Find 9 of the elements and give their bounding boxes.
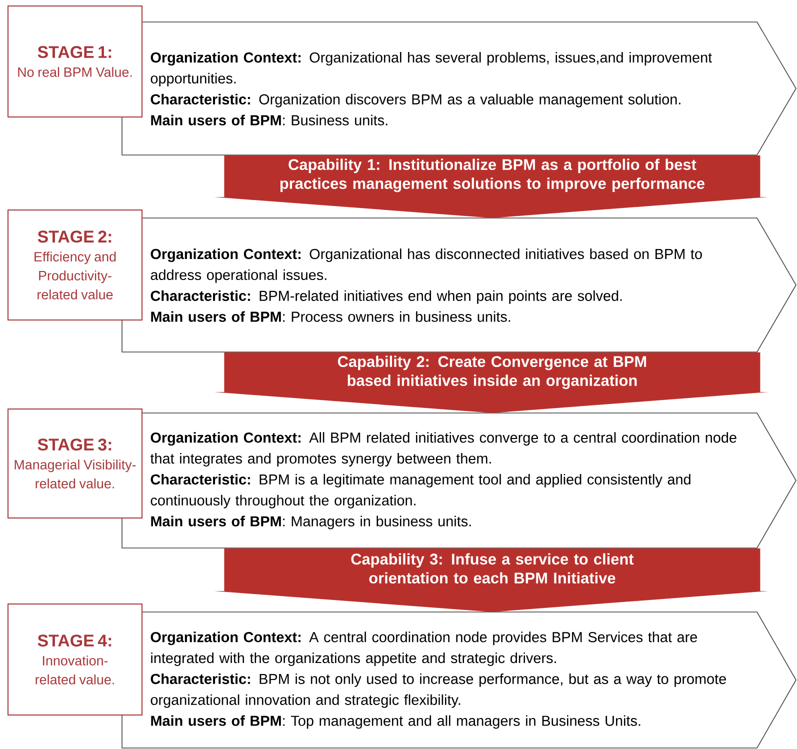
stage-box: STAGE 1: No real BPM Value. — [8, 6, 142, 118]
stage-box: STAGE 4: Innovation-related value. — [8, 604, 142, 716]
stage-box: STAGE 2: Efficiency and Productivity-related value — [8, 210, 142, 320]
stage-chevron: Organization Context: A central coordination node provides BPM Services that are integrated with the organizations appetite and strategic drivers. Characteristic: BPM is not only used to increase performance, but as a way to promote organizational innovation and strategic flexibility. Main users of BPM: Top management and all managers in Business Units. — [122, 612, 796, 748]
edge-label: Capability 3: Infuse a service to client orientation to each BPM Initiative — [351, 553, 634, 584]
edge-label: Capability 1: Institutionalize BPM as a portfolio of best practices management solutions to improve performance — [280, 158, 704, 192]
edge-label: Capability 2: Create Convergence at BPM based initiatives inside an organization — [338, 356, 646, 390]
stage-box: STAGE 3: Managerial Visibility-related value. — [8, 408, 142, 518]
stage-chevron: Organization Context: Organizational has disconnected initiatives based on BPM to address operational issues. Characteristic: BPM-related initiatives end when pain points are solved. Main users of BPM: Process owners in business units. — [122, 218, 796, 352]
